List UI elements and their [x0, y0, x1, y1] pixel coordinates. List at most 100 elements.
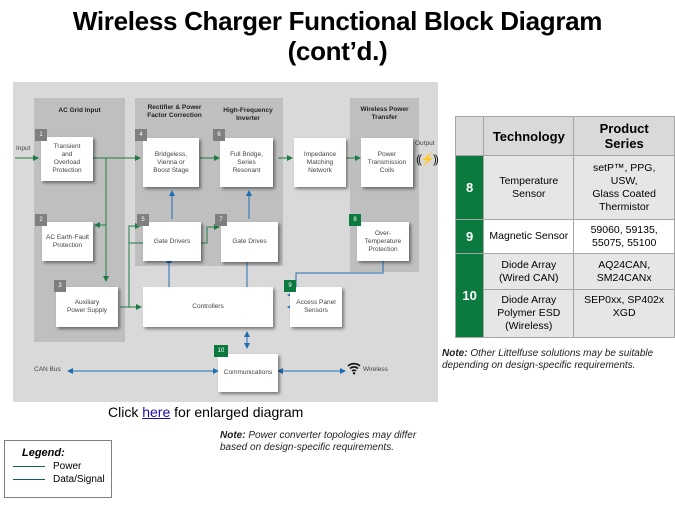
block-full-bridge-series-resonant[interactable]: Full Bridge, Series Resonant: [220, 138, 273, 187]
block-text-line: Transient: [53, 143, 81, 150]
block-number-badge-highlight: 9: [284, 280, 296, 292]
column-title-line: Inverter: [236, 115, 260, 122]
products-cell: SEP0xx, SP402x XGD: [573, 289, 675, 338]
block-controllers[interactable]: Controllers: [143, 287, 273, 327]
block-auxiliary-power-supply[interactable]: Auxiliary Power Supply: [56, 287, 118, 327]
header-technology: Technology: [483, 116, 575, 156]
cell-line: Temperature: [499, 174, 559, 187]
block-text-line: Matching: [306, 158, 334, 166]
row-number: 10: [454, 253, 485, 338]
wireless-output-icon: ((⚡)): [416, 152, 439, 166]
block-text-line: Power: [377, 150, 397, 158]
legend: Legend: Power Data/Signal: [4, 440, 112, 498]
can-bus-label: CAN Bus: [34, 366, 61, 373]
block-gate-drivers[interactable]: Gate Drivers: [143, 222, 201, 261]
wire-aux-bus: [128, 223, 141, 307]
block-transient-overload-protection[interactable]: Transient and Overload Protection: [41, 137, 93, 181]
block-text-line: and: [61, 151, 73, 158]
enlarge-diagram-link[interactable]: here: [142, 404, 171, 420]
cell-line: 55075, 55100: [592, 236, 657, 249]
block-number-badge: 1: [35, 129, 47, 141]
note-label: Note:: [442, 348, 468, 359]
block-text-line: Series: [237, 158, 256, 166]
block-impedance-matching-network[interactable]: Impedance Matching Network: [294, 138, 346, 187]
cell-line: 59060, 59135,: [590, 223, 658, 236]
row-number: 9: [454, 219, 485, 254]
block-number-badge: 3: [54, 280, 66, 292]
technology-cell: Diode Array Polymer ESD (Wireless): [483, 289, 575, 338]
legend-line-signal: [13, 478, 45, 480]
table-row: 9 Magnetic Sensor 59060, 59135, 55075, 5…: [454, 219, 675, 254]
block-text: Over- Temperature Protection: [365, 230, 402, 254]
cell-line: Diode Array: [501, 294, 557, 306]
block-text-line: Access Panel: [296, 299, 336, 306]
column-title: Rectifier & Power Factor Correction: [135, 104, 214, 120]
page-title: Wireless Charger Functional Block Diagra…: [0, 6, 675, 66]
products-cell: setP™, PPG, USW, Glass Coated Thermistor: [573, 155, 675, 220]
block-number-badge: 2: [35, 214, 47, 226]
legend-label: Data/Signal: [53, 474, 105, 485]
block-access-panel-sensors[interactable]: Access Panel Sensors: [290, 287, 342, 327]
block-text-line: Impedance: [303, 150, 337, 158]
legend-item-data-signal: Data/Signal: [13, 474, 105, 485]
column-title-line: Wireless Power: [360, 106, 409, 113]
column-title-line: Transfer: [371, 114, 398, 121]
table-row: 8 Temperature Sensor setP™, PPG, USW, Gl…: [454, 155, 675, 220]
block-text-line: Protection: [368, 245, 398, 253]
block-text-line: Bridgeless,: [154, 150, 188, 158]
block-text-line: Power Supply: [66, 307, 108, 314]
note-text: based on design-specific requirements.: [220, 442, 394, 453]
block-text-line: Boost Stage: [153, 166, 189, 174]
note-label: Note:: [220, 430, 246, 441]
cell-line: AQ24CAN,: [598, 258, 651, 271]
note-text: Power converter topologies may differ: [245, 430, 417, 441]
block-text-line: Over-: [374, 229, 392, 237]
header-product-series: Product Series: [573, 116, 675, 156]
table-note: Note: Other Littelfuse solutions may be …: [442, 348, 653, 372]
block-number-badge: 6: [213, 129, 225, 141]
block-number-badge-highlight: 8: [349, 214, 361, 226]
column-title: Wireless Power Transfer: [350, 106, 419, 122]
cell-line: USW,: [610, 174, 638, 187]
technology-cell: Temperature Sensor: [483, 155, 575, 220]
cell-line: Sensor: [512, 187, 546, 200]
block-bridgeless-vienna-boost[interactable]: Bridgeless, Vienna or Boost Stage: [143, 138, 199, 187]
products-cell: 59060, 59135, 55075, 55100: [573, 219, 675, 254]
cell-line: Glass Coated: [592, 187, 656, 200]
block-text-line: Temperature: [364, 237, 402, 245]
block-text-line: Coils: [379, 166, 395, 174]
note-text: depending on design-specific requirement…: [442, 360, 636, 371]
header-blank: [454, 116, 485, 156]
cell-line: (Wireless): [505, 320, 553, 332]
block-power-transmission-coils[interactable]: Power Transmission Coils: [361, 138, 413, 187]
block-text-line: Auxiliary: [74, 299, 100, 306]
block-text: Full Bridge, Series Resonant: [230, 151, 263, 175]
title-line-1: Wireless Charger Functional Block Diagra…: [72, 6, 603, 36]
block-communications[interactable]: Communications: [218, 354, 278, 392]
block-gate-drives[interactable]: Gate Drives: [221, 222, 278, 262]
block-over-temperature-protection[interactable]: Over- Temperature Protection: [357, 222, 409, 261]
cell-line: (Wired CAN): [499, 271, 559, 284]
block-text-line: Network: [308, 166, 332, 174]
block-text: Power Transmission Coils: [368, 151, 406, 175]
cell-line: SM24CANx: [596, 271, 652, 284]
cell-line: Magnetic Sensor: [489, 230, 569, 242]
block-text-line: Protection: [52, 167, 82, 174]
note-text: Other Littelfuse solutions may be suitab…: [467, 348, 654, 359]
input-label: Input: [16, 145, 31, 152]
block-text: AC Earth-Fault Protection: [46, 234, 89, 250]
column-title-line: Rectifier & Power: [147, 104, 202, 111]
block-text-line: Transmission: [367, 158, 407, 166]
block-number-badge: 4: [135, 129, 147, 141]
block-text-line: Resonant: [232, 166, 261, 174]
click-suffix: for enlarged diagram: [170, 404, 304, 420]
product-table: Technology Product Series 8 Temperature …: [454, 116, 675, 338]
enlarge-diagram-line: Click here for enlarged diagram: [108, 404, 303, 420]
block-text-line: AC Earth-Fault: [46, 233, 89, 241]
block-ac-earth-fault-protection[interactable]: AC Earth-Fault Protection: [42, 222, 93, 261]
block-number-badge: 5: [137, 214, 149, 226]
block-text-line: Vienna or: [157, 158, 185, 166]
connection-wires: [15, 155, 384, 374]
block-number-badge: 7: [215, 214, 227, 226]
cell-line: SEP0xx, SP402x: [584, 294, 665, 306]
